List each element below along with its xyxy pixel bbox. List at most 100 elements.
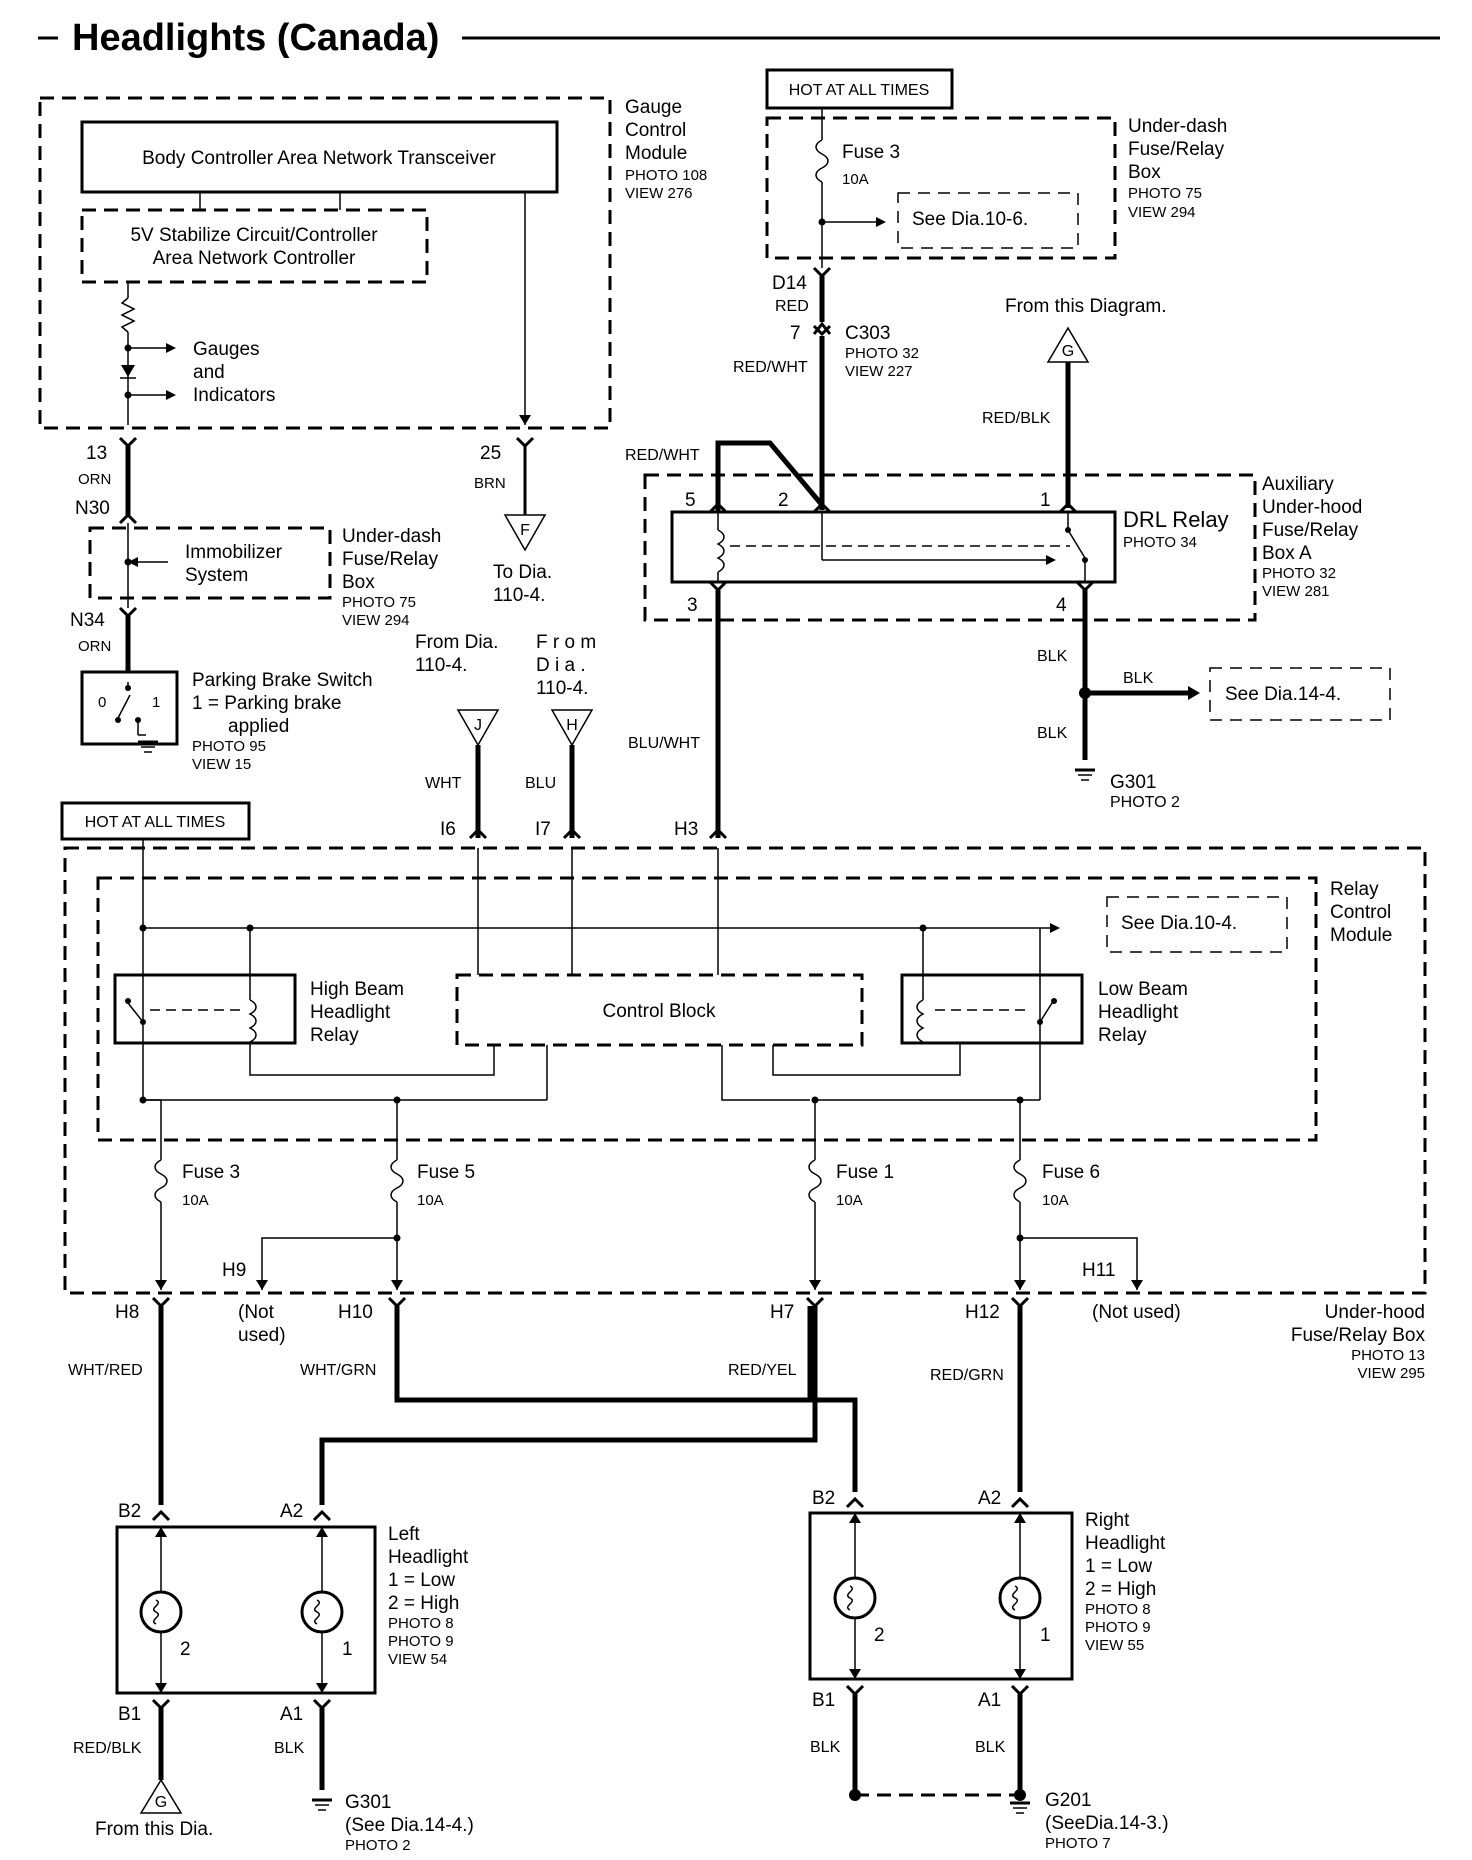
immobilizer-box [88, 526, 332, 600]
wire-blk-2: BLK [1123, 670, 1154, 687]
rcm-label-1: Relay [1330, 879, 1379, 900]
wire-blk-1: BLK [1037, 648, 1068, 665]
wire-red-yel: RED/YEL [728, 1362, 797, 1379]
wire-red-wht-2: RED/WHT [625, 447, 700, 464]
pin-13: 13 [86, 443, 107, 464]
rh-photo-1: PHOTO 8 [1085, 1601, 1151, 1618]
connector-n34: N34 [70, 610, 105, 631]
fuse-1: Fuse 1 [836, 1162, 894, 1183]
pbs-label-3: applied [228, 716, 289, 737]
rcm-label-2: Control [1330, 902, 1391, 923]
rh-num-1: 1 [1040, 1625, 1051, 1646]
rh-num-2: 2 [874, 1625, 885, 1646]
pbs-view: VIEW 15 [192, 756, 251, 773]
wire-wht-grn: WHT/GRN [300, 1362, 376, 1379]
immobilizer-label-2: System [185, 565, 248, 586]
ground-g301-top: G301 [1110, 772, 1156, 793]
fuse-6-amps: 10A [1042, 1192, 1069, 1209]
lh-pin-b1: B1 [118, 1704, 141, 1725]
left-headlight: B2 A2 2 1 Left Headlight 1 = Low 2 = Hig… [73, 1501, 474, 1854]
lh-label-1: Left [388, 1524, 420, 1545]
rcm-label-3: Module [1330, 925, 1392, 946]
lh-pin-b2: B2 [118, 1501, 141, 1522]
drl-relay-photo: PHOTO 34 [1123, 534, 1197, 551]
pin-h12: H12 [965, 1302, 1000, 1323]
gauges-label-3: Indicators [193, 385, 275, 406]
stabilize-box [80, 208, 429, 284]
see-dia-10-4 [1106, 896, 1288, 953]
low-beam-2: Headlight [1098, 1002, 1179, 1023]
wire-red-blk: RED/BLK [982, 410, 1051, 427]
low-beam-3: Relay [1098, 1025, 1147, 1046]
rh-wire-blk-2: BLK [975, 1739, 1006, 1756]
rh-pin-a1: A1 [978, 1690, 1001, 1711]
wire-orn-2: ORN [78, 638, 111, 655]
ud-box-label-3: Box [342, 572, 375, 593]
lh-wire-blk: BLK [274, 1740, 305, 1757]
control-block [455, 973, 864, 1047]
not-used-2: (Not used) [1092, 1302, 1181, 1323]
rh-pin-b1: B1 [812, 1690, 835, 1711]
rh-wire-blk-1: BLK [810, 1739, 841, 1756]
rh-photo-2: PHOTO 9 [1085, 1619, 1151, 1636]
ud-photo: PHOTO 75 [1128, 185, 1202, 202]
wire-blu: BLU [525, 775, 556, 792]
lh-pin-a2: A2 [280, 1501, 303, 1522]
pbs-label-2: 1 = Parking brake [192, 693, 341, 714]
from-dia-1b: 110-4. [415, 655, 467, 676]
pin-h7: H7 [770, 1302, 794, 1323]
transceiver-box [80, 120, 559, 194]
pbs-label-1: Parking Brake Switch [192, 670, 373, 691]
c303-view: VIEW 227 [845, 363, 913, 380]
fuse-1-symbol [808, 1159, 822, 1203]
fuse-3-symbol [815, 139, 829, 183]
gcm-label-2: Control [625, 120, 686, 141]
drl-pin-4: 4 [1056, 595, 1067, 616]
offpage-g-bottom [139, 1778, 183, 1814]
offpage-f-letter: F [520, 522, 530, 539]
low-beam-1: Low Beam [1098, 979, 1188, 1000]
offpage-g-top-letter: G [1062, 343, 1074, 360]
fuse-1-amps: 10A [836, 1192, 863, 1209]
gauges-label-1: Gauges [193, 339, 260, 360]
input-connectors: From Dia. 110-4. F r o m D i a . 110-4. … [415, 632, 728, 840]
underhood-view: VIEW 295 [1357, 1365, 1425, 1382]
lh-num-1: 1 [342, 1639, 353, 1660]
wire-orn-1: ORN [78, 471, 111, 488]
from-dia-1a: From Dia. [415, 632, 498, 653]
lh-bulb-2 [139, 1590, 183, 1634]
diode-symbol [121, 365, 135, 377]
hot-at-all-times-label-1 [765, 68, 954, 110]
from-dia-2a: F r o m [536, 632, 596, 653]
rh-pin-a2: A2 [978, 1488, 1001, 1509]
offpage-j [456, 709, 500, 747]
resistor-symbol [120, 297, 136, 333]
to-dia-2: 110-4. [493, 585, 545, 606]
pin-h3: H3 [674, 819, 698, 840]
underdash-fuse-box: HOT AT ALL TIMES Fuse 3 10A See Dia.10-6… [765, 68, 1227, 268]
fuse-3-rcm: Fuse 3 [182, 1162, 240, 1183]
parking-brake-chain: 13 ORN N30 Immobilizer System Under-dash… [70, 436, 552, 773]
wire-wht: WHT [425, 775, 462, 792]
ud-fuse-3-amps: 10A [842, 171, 869, 188]
underhood-label-1: Under-hood [1325, 1302, 1425, 1323]
gauges-label-2: and [193, 362, 225, 383]
pin-h9: H9 [222, 1260, 246, 1281]
underhood-fuse-box: HOT AT ALL TIMES Relay Control Module Se… [60, 801, 1427, 1295]
rh-bulb-1 [998, 1576, 1042, 1620]
underhood-label-2: Fuse/Relay Box [1291, 1325, 1426, 1346]
control-block-label: Control Block [603, 1001, 716, 1022]
ground-g201-see: (SeeDia.14-3.) [1045, 1813, 1169, 1834]
stabilize-label-2: Area Network Controller [153, 248, 356, 269]
lh-num-2: 2 [180, 1639, 191, 1660]
aux-view: VIEW 281 [1262, 583, 1330, 600]
pbs-photo: PHOTO 95 [192, 738, 266, 755]
fuse-5: Fuse 5 [417, 1162, 475, 1183]
fuse-6-symbol [1013, 1159, 1027, 1203]
pin-h11: H11 [1082, 1260, 1115, 1281]
see-dia-14-4-top-text: See Dia.14-4. [1225, 684, 1341, 705]
fuse-5-symbol [390, 1159, 404, 1203]
high-beam-3: Relay [310, 1025, 359, 1046]
offpage-h [550, 709, 594, 747]
ground-g201: G201 [1045, 1790, 1091, 1811]
